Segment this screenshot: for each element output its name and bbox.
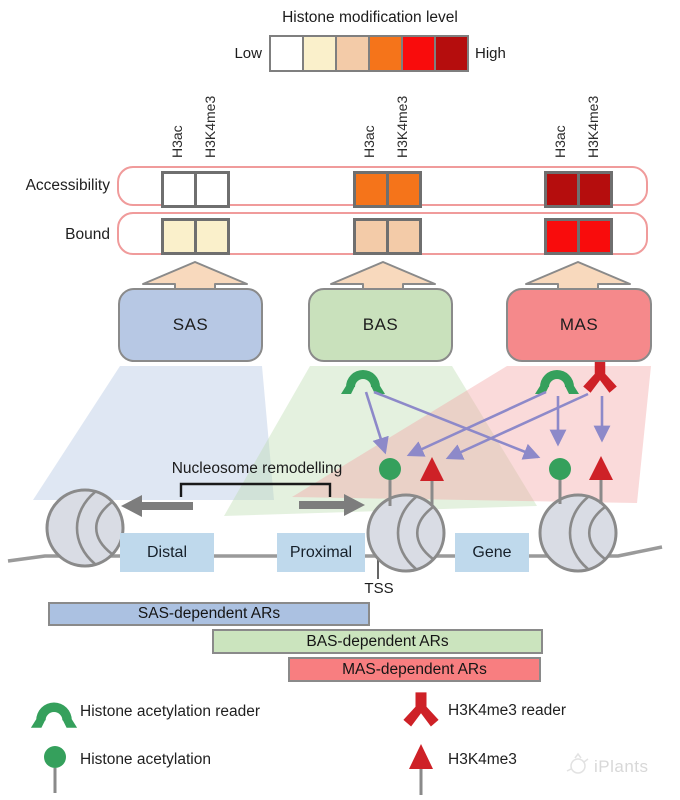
legend-label-h3k4me3: H3K4me3 [448,751,517,768]
accessibility-cells-sas [161,171,230,208]
cell [547,221,577,252]
cell [547,174,577,205]
scale-swatch-4 [368,37,401,70]
arrow-mas-to-proximal-ac [406,390,547,457]
distal-region-label: Distal [120,533,214,572]
remodelling-arrow-left [121,495,193,517]
bas-complex-box: BAS [308,288,453,362]
scale-low-label: Low [234,45,262,62]
h3k4me3-label-sas: H3K4me3 [202,95,218,158]
cell [356,174,386,205]
cell [577,174,610,205]
mas-dependent-ars-label: MAS-dependent ARs [342,660,487,678]
proximal-text: Proximal [289,543,353,561]
modification-level-scale [269,35,469,72]
legend-h3k4me3-icon [409,744,433,795]
reader-arrows [364,390,611,460]
cell [577,221,610,252]
h3k4me3-mark-gene [589,456,613,504]
bound-row-label: Bound [65,226,110,243]
bound-cells-mas [544,218,613,255]
cell [194,174,227,205]
accessibility-row-label: Accessibility [25,177,110,194]
sas-dependent-ars-label: SAS-dependent ARs [137,605,281,622]
legend-label-h3k4me3-reader: H3K4me3 reader [448,702,567,719]
arrow-bas-to-gene-ac [373,390,541,460]
histone-acetylation-mark-proximal [379,458,401,506]
scale-swatch-2 [302,37,335,70]
scale-swatch-3 [335,37,368,70]
cell [164,174,194,205]
tss-label: TSS [364,580,394,597]
nucleosome-distal [45,488,125,568]
mas-dependent-ars-bar: MAS-dependent ARs [288,657,541,682]
sas-target-beam [33,366,274,500]
scale-swatch-1 [271,37,302,70]
bound-cells-sas [161,218,230,255]
nucleosome-proximal [366,493,446,573]
cell [356,221,386,252]
bound-cells-bas [353,218,422,255]
arrow-bas-to-proximal-ac [364,391,389,455]
scale-swatch-5 [401,37,434,70]
iplants-watermark: iPlants [594,757,649,776]
legend-h3k4me3-reader-icon [403,692,439,727]
mas-complex-box: MAS [506,288,652,362]
accessibility-cells-mas [544,171,613,208]
legend-histone-acetylation-reader-icon [30,702,78,728]
h3k4me3-label-mas: H3K4me3 [585,95,601,158]
accessibility-cells-bas [353,171,422,208]
gene-region-label: Gene [455,533,529,572]
h3ac-label-sas: H3ac [169,125,185,158]
distal-text: Distal [146,543,187,561]
nucleosome-gene [538,493,618,573]
sas-dependent-ars-bar: SAS-dependent ARs [48,602,370,626]
legend-histone-acetylation-icon [44,746,66,793]
remodelling-arrow-right [299,494,365,516]
scale-title: Histone modification level [282,9,458,26]
scale-swatch-6 [434,37,467,70]
bas-dependent-ars-label: BAS-dependent ARs [306,632,449,650]
legend-label-acetylation: Histone acetylation [80,751,211,768]
cell [386,221,419,252]
histone-acetylation-mark-gene [549,458,571,504]
nucleosome-remodelling-label: Nucleosome remodelling [171,460,343,477]
remodelling-bracket [179,482,332,497]
bas-dependent-ars-bar: BAS-dependent ARs [212,629,543,654]
gene-text: Gene [472,543,512,561]
h3ac-label-mas: H3ac [552,125,568,158]
cell [194,221,227,252]
h3k4me3-mark-proximal [420,457,444,506]
cell [386,174,419,205]
scale-high-label: High [475,45,506,62]
iplants-logo-icon [566,752,589,774]
sas-complex-box: SAS [118,288,263,362]
proximal-region-label: Proximal [277,533,365,572]
arrow-mas-to-proximal-me [445,392,589,460]
bas-complex-label: BAS [362,315,399,334]
mas-h3k4me3-reader-icon [583,360,617,393]
mas-complex-label: MAS [559,315,599,334]
sas-complex-label: SAS [172,315,209,334]
cell [164,221,194,252]
legend-label-acetylation-reader: Histone acetylation reader [80,703,261,720]
h3k4me3-label-bas: H3K4me3 [394,95,410,158]
h3ac-label-bas: H3ac [361,125,377,158]
